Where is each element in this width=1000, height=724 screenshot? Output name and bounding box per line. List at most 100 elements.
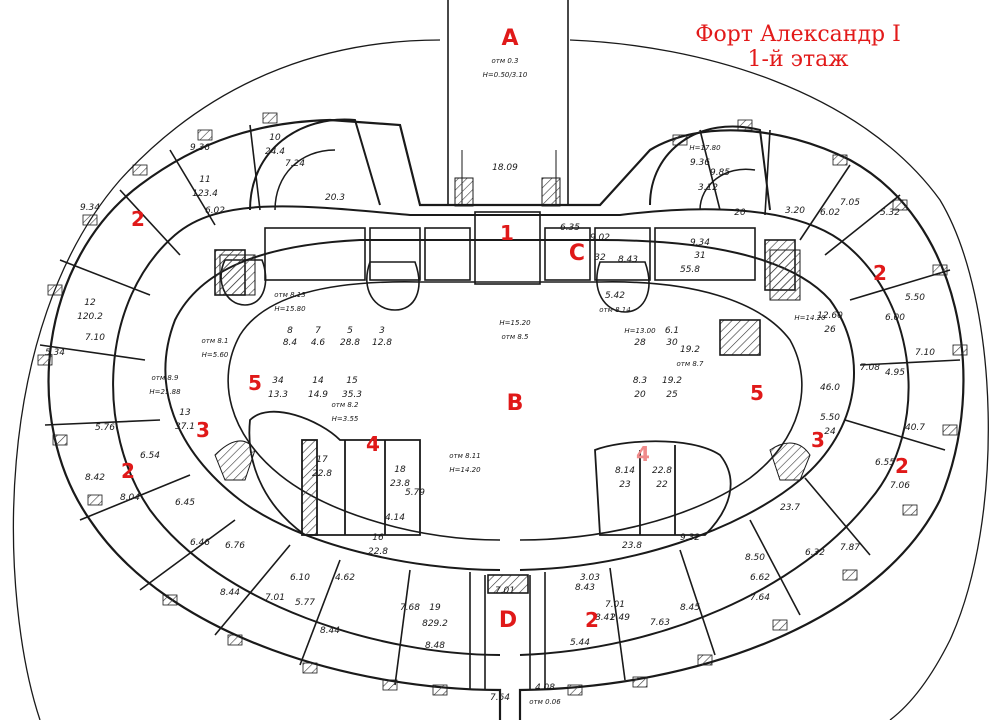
- plan-title: Форт Александр I 1-й этаж: [668, 22, 928, 72]
- plan-dimension-label: 15: [346, 376, 358, 386]
- lower-gate: [484, 574, 531, 690]
- inner-crescent-left: [248, 410, 421, 536]
- embrasure: [162, 594, 178, 606]
- section-marker-3: 3: [196, 418, 210, 442]
- plan-dimension-label: 7.10: [85, 333, 105, 343]
- plan-dimension-label: 9.36: [690, 158, 710, 168]
- plan-dimension-label: 7.63: [650, 618, 670, 628]
- plan-dimension-label: 6.76: [225, 541, 245, 551]
- plan-dimension-label: 40.7: [905, 423, 925, 433]
- plan-dimension-label: 3.20: [785, 206, 805, 216]
- plan-dimension-label: 2.49: [610, 613, 630, 623]
- plan-dimension-label: 5.76: [95, 423, 115, 433]
- plan-dimension-label: 31: [694, 251, 705, 261]
- embrasure: [52, 434, 68, 446]
- plan-title-line2: 1-й этаж: [747, 47, 849, 72]
- plan-dimension-label: 5.32: [880, 208, 900, 218]
- plan-dimension-label: отм 8.7: [677, 360, 705, 368]
- plan-dimension-label: 46.0: [820, 383, 840, 393]
- embrasure: [772, 619, 788, 631]
- plan-dimension-label: 5.77: [295, 598, 315, 608]
- plan-dimension-label: 7: [315, 326, 321, 336]
- plan-dimension-label: 9.02: [590, 233, 610, 243]
- plan-dimension-label: 23: [619, 480, 631, 490]
- plan-dimension-label: 4.95: [885, 368, 905, 378]
- embrasure: [632, 676, 648, 688]
- plan-dimension-label: 20: [634, 390, 646, 400]
- plan-dimension-label: 12.8: [372, 338, 392, 348]
- embrasure: [567, 684, 583, 696]
- plan-dimension-label: 5.50: [905, 293, 925, 303]
- plan-dimension-label: 7.06: [890, 481, 910, 491]
- embrasure: [942, 424, 958, 436]
- plan-dimension-label: 8.3: [633, 376, 648, 386]
- plan-dimension-label: 9.34: [80, 203, 100, 213]
- plan-dimension-label: 6.02: [820, 208, 840, 218]
- plan-dimension-label: отм 8.13: [274, 291, 305, 299]
- embrasure: [932, 264, 948, 276]
- plan-dimension-label: 6.45: [175, 498, 195, 508]
- embrasure: [382, 679, 398, 691]
- plan-dimension-label: 24: [824, 427, 836, 437]
- plan-dimension-label: 26: [824, 325, 836, 335]
- plan-dimension-label: 7.64: [750, 593, 770, 603]
- plan-dimension-label: отм 8.1: [202, 337, 229, 345]
- plan-dimension-label: 120.2: [77, 312, 103, 322]
- plan-dimension-label: H=17.80: [689, 144, 721, 152]
- plan-dimension-label: 16: [372, 533, 384, 543]
- plan-dimension-label: 6.35: [560, 223, 580, 233]
- plan-dimension-label: H=14.20: [794, 314, 826, 322]
- plan-dimension-label: 11: [199, 175, 210, 185]
- plan-dimension-label: 22.8: [652, 466, 672, 476]
- plan-dimension-label: отм 8.11: [449, 452, 480, 460]
- plan-dimension-label: 4.6: [311, 338, 326, 348]
- plan-dimension-label: 4.62: [335, 573, 355, 583]
- plan-dimension-label: 4.08: [535, 683, 555, 693]
- plan-dimension-label: 8.44: [320, 626, 340, 636]
- plan-dimension-label: 8.41: [595, 613, 615, 623]
- section-marker-2: 2: [873, 261, 887, 285]
- plan-dimension-label: 5.42: [605, 291, 625, 301]
- plan-dimension-label: 8.50: [745, 553, 765, 563]
- embrasure: [197, 129, 213, 141]
- section-marker-5: 5: [248, 371, 262, 395]
- plan-dimension-label: 8.43: [618, 255, 638, 265]
- casemate-walls: [39, 124, 961, 690]
- section-marker-2: 2: [585, 608, 599, 632]
- section-marker-a: A: [501, 26, 518, 51]
- stairs: [214, 249, 811, 481]
- plan-dimension-label: 6.62: [750, 573, 770, 583]
- plan-dimension-label: 34: [272, 376, 284, 386]
- plan-dimension-label: 10: [269, 133, 281, 143]
- plan-dimension-label: H=15.20: [499, 319, 531, 327]
- plan-dimension-label: 8.04: [120, 493, 140, 503]
- plan-dimension-label: 14: [312, 376, 324, 386]
- outer-embankment-line: [12, 39, 989, 721]
- plan-dimension-label: 28: [634, 338, 646, 348]
- plan-dimension-label: 6.00: [885, 313, 905, 323]
- plan-dimension-label: 7.08: [860, 363, 880, 373]
- plan-dimension-label: 19.2: [680, 345, 700, 355]
- plan-dimension-label: 8: [287, 326, 293, 336]
- plan-dimension-label: 24.4: [265, 147, 285, 157]
- plan-dimension-label: 22.8: [368, 547, 388, 557]
- plan-dimension-label: H=3.55: [332, 415, 359, 423]
- plan-dimension-label: 6.10: [290, 573, 310, 583]
- plan-dimension-label: 32: [594, 253, 606, 263]
- embrasure: [87, 494, 103, 506]
- plan-dimension-label: 6.1: [665, 326, 679, 336]
- plan-dimension-label: 37.1: [175, 422, 195, 432]
- plan-dimension-label: 7.01: [265, 593, 285, 603]
- plan-dimension-label: 22.8: [312, 469, 332, 479]
- embrasure: [37, 354, 53, 366]
- plan-dimension-label: отм 8.9: [152, 374, 180, 382]
- plan-dimension-label: 14.9: [308, 390, 328, 400]
- plan-dimension-label: 55.8: [680, 265, 700, 275]
- plan-dimension-label: H=5.60: [202, 351, 229, 359]
- embrasures: [37, 112, 968, 696]
- plan-dimension-label: 12: [84, 298, 96, 308]
- plan-dimension-label: 20: [734, 208, 746, 218]
- plan-dimension-label: 3.03: [580, 573, 600, 583]
- plan-dimension-label: 6.46: [190, 538, 210, 548]
